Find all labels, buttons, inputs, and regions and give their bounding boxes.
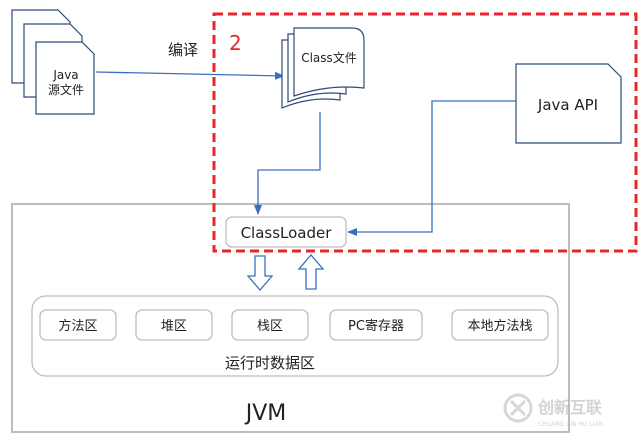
method-area-label: 方法区 bbox=[58, 318, 97, 334]
stack-area-label: 栈区 bbox=[257, 319, 283, 334]
native-stack-label: 本地方法栈 bbox=[467, 318, 532, 334]
heap-area-label: 堆区 bbox=[161, 319, 187, 334]
watermark-logo-icon bbox=[503, 393, 533, 423]
class-file-doc-front bbox=[293, 27, 365, 97]
method-area-box bbox=[39, 309, 117, 341]
classloader-label: ClassLoader bbox=[241, 224, 333, 242]
compile-arrow bbox=[95, 71, 285, 80]
loader-up-arrow bbox=[297, 254, 325, 290]
pc-register-box bbox=[329, 309, 423, 341]
class-file-stack: Class文件 bbox=[281, 27, 365, 109]
java-source-stack: Java 源文件 bbox=[11, 9, 95, 115]
classloader-box bbox=[225, 216, 347, 248]
watermark-sub: CHUANG XIN HU LIAN bbox=[538, 421, 603, 428]
jvm-label: JVM bbox=[244, 401, 287, 426]
watermark-brand: 创新互联 bbox=[537, 398, 602, 417]
watermark-logo-mark bbox=[509, 399, 527, 417]
api-to-loader-arrow bbox=[347, 100, 516, 236]
loader-down-arrow bbox=[246, 255, 274, 291]
stack-area-box bbox=[231, 309, 309, 341]
heap-area-box bbox=[135, 309, 213, 341]
java-source-label-line2: 源文件 bbox=[48, 82, 84, 97]
class-file-label: Class文件 bbox=[301, 50, 357, 65]
runtime-data-area-label: 运行时数据区 bbox=[225, 354, 315, 372]
java-source-label-line1: Java bbox=[52, 68, 78, 82]
java-source-doc-front bbox=[35, 41, 95, 115]
jvm-container bbox=[11, 203, 570, 433]
step-number: 2 bbox=[229, 31, 242, 55]
native-stack-box bbox=[451, 309, 549, 341]
class-to-loader-arrow bbox=[254, 112, 321, 215]
java-api-doc bbox=[515, 63, 622, 144]
pc-register-label: PC寄存器 bbox=[348, 318, 404, 334]
watermark: 创新互联 CHUANG XIN HU LIAN bbox=[503, 393, 603, 428]
java-api-label: Java API bbox=[537, 96, 598, 114]
highlight-region bbox=[212, 12, 638, 253]
compile-label: 编译 bbox=[168, 41, 198, 59]
